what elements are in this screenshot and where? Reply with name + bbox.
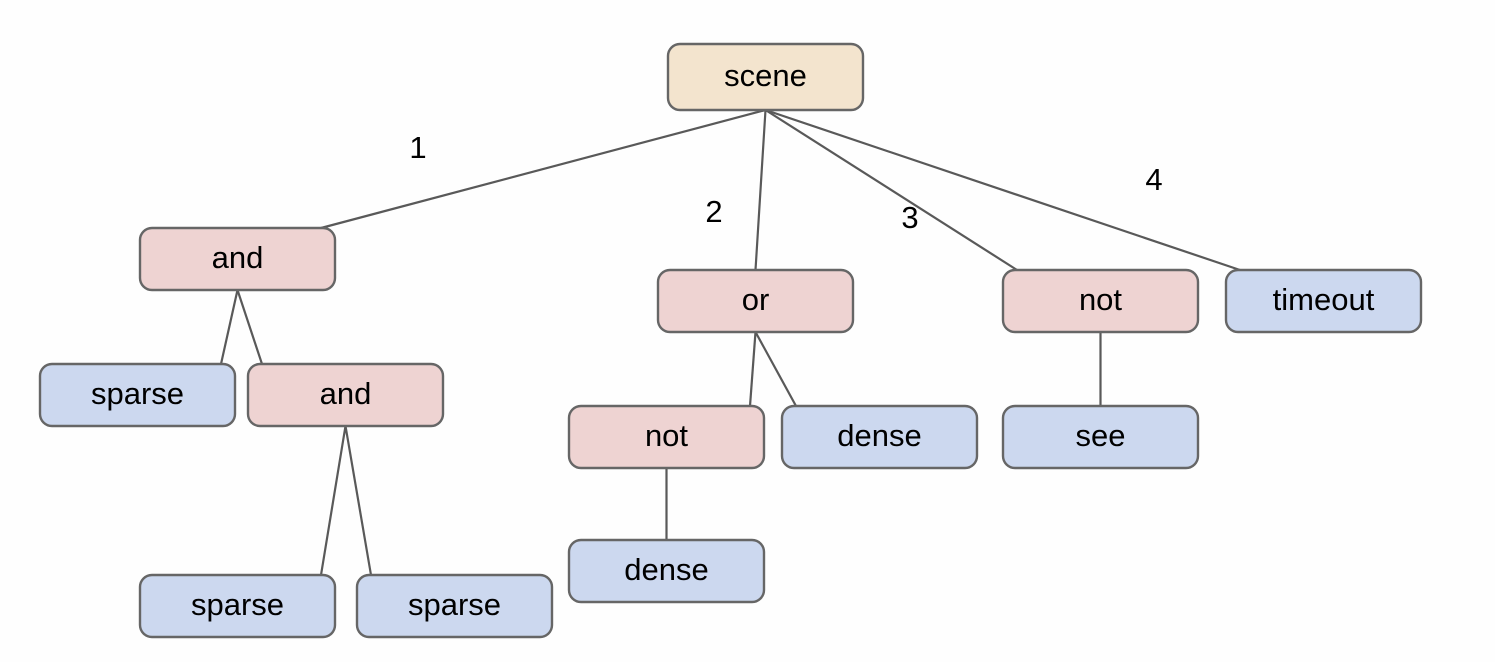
edge-label-layer: 1 2 3 4 [409,130,1162,235]
node-label-sparse2: sparse [191,587,284,622]
node-label-or1: or [742,282,770,317]
node-label-see1: see [1076,418,1126,453]
tree-node-and2[interactable]: and [246,362,445,428]
node-box-and1 [138,226,337,292]
tree-node-or1[interactable]: or [656,268,855,334]
tree-edge-scene-to-not1 [764,109,1018,271]
node-box-sparse2 [138,573,337,639]
tree-node-timeout1[interactable]: timeout [1224,268,1423,334]
tree-node-not1[interactable]: not [1001,268,1200,334]
node-box-or1 [656,268,855,334]
tree-edge-scene-to-or1 [754,109,767,271]
tree-edge-scene-to-timeout1 [765,108,1241,272]
tree-node-dense1[interactable]: dense [780,404,979,470]
tree-node-sparse2[interactable]: sparse [138,573,337,639]
tree-node-sparse3[interactable]: sparse [355,573,554,639]
node-label-and1: and [212,240,264,275]
edge-label-2: 2 [705,194,722,229]
node-label-timeout1: timeout [1273,282,1375,317]
node-layer: scene and or not timeout sparse and not dense see… [38,42,1423,639]
node-label-and2: and [320,376,372,411]
edge-layer [219,108,1241,576]
edge-label-3: 3 [901,200,918,235]
node-box-not2 [567,404,766,470]
node-label-not2: not [645,418,688,453]
tree-node-dense2[interactable]: dense [567,538,766,604]
node-box-timeout1 [1224,268,1423,334]
node-box-scene [666,42,865,112]
tree-edge-and1-to-sparse1 [219,289,239,365]
node-box-not1 [1001,268,1200,334]
node-box-dense2 [567,538,766,604]
node-box-and2 [246,362,445,428]
edge-label-4: 4 [1145,162,1162,197]
node-label-dense1: dense [837,418,921,453]
edge-label-1: 1 [409,130,426,165]
node-label-not1: not [1079,282,1122,317]
node-box-see1 [1001,404,1200,470]
tree-edge-scene-to-and1 [320,108,766,230]
tree-node-scene[interactable]: scene [666,42,865,112]
node-label-dense2: dense [624,552,708,587]
tree-edge-or1-to-dense1 [754,331,797,407]
node-box-sparse1 [38,362,237,428]
tree-edge-or1-to-not2 [748,331,757,407]
node-box-dense1 [780,404,979,470]
tree-edge-and2-to-sparse3 [344,425,373,576]
node-label-scene: scene [724,58,807,93]
tree-node-not2[interactable]: not [567,404,766,470]
tree-edge-and1-to-and2 [236,289,264,365]
tree-node-see1[interactable]: see [1001,404,1200,470]
node-box-sparse3 [355,573,554,639]
node-label-sparse3: sparse [408,587,501,622]
node-label-sparse1: sparse [91,376,184,411]
tree-node-and1[interactable]: and [138,226,337,292]
tree-edge-and2-to-sparse2 [319,425,347,576]
tree-node-sparse1[interactable]: sparse [38,362,237,428]
